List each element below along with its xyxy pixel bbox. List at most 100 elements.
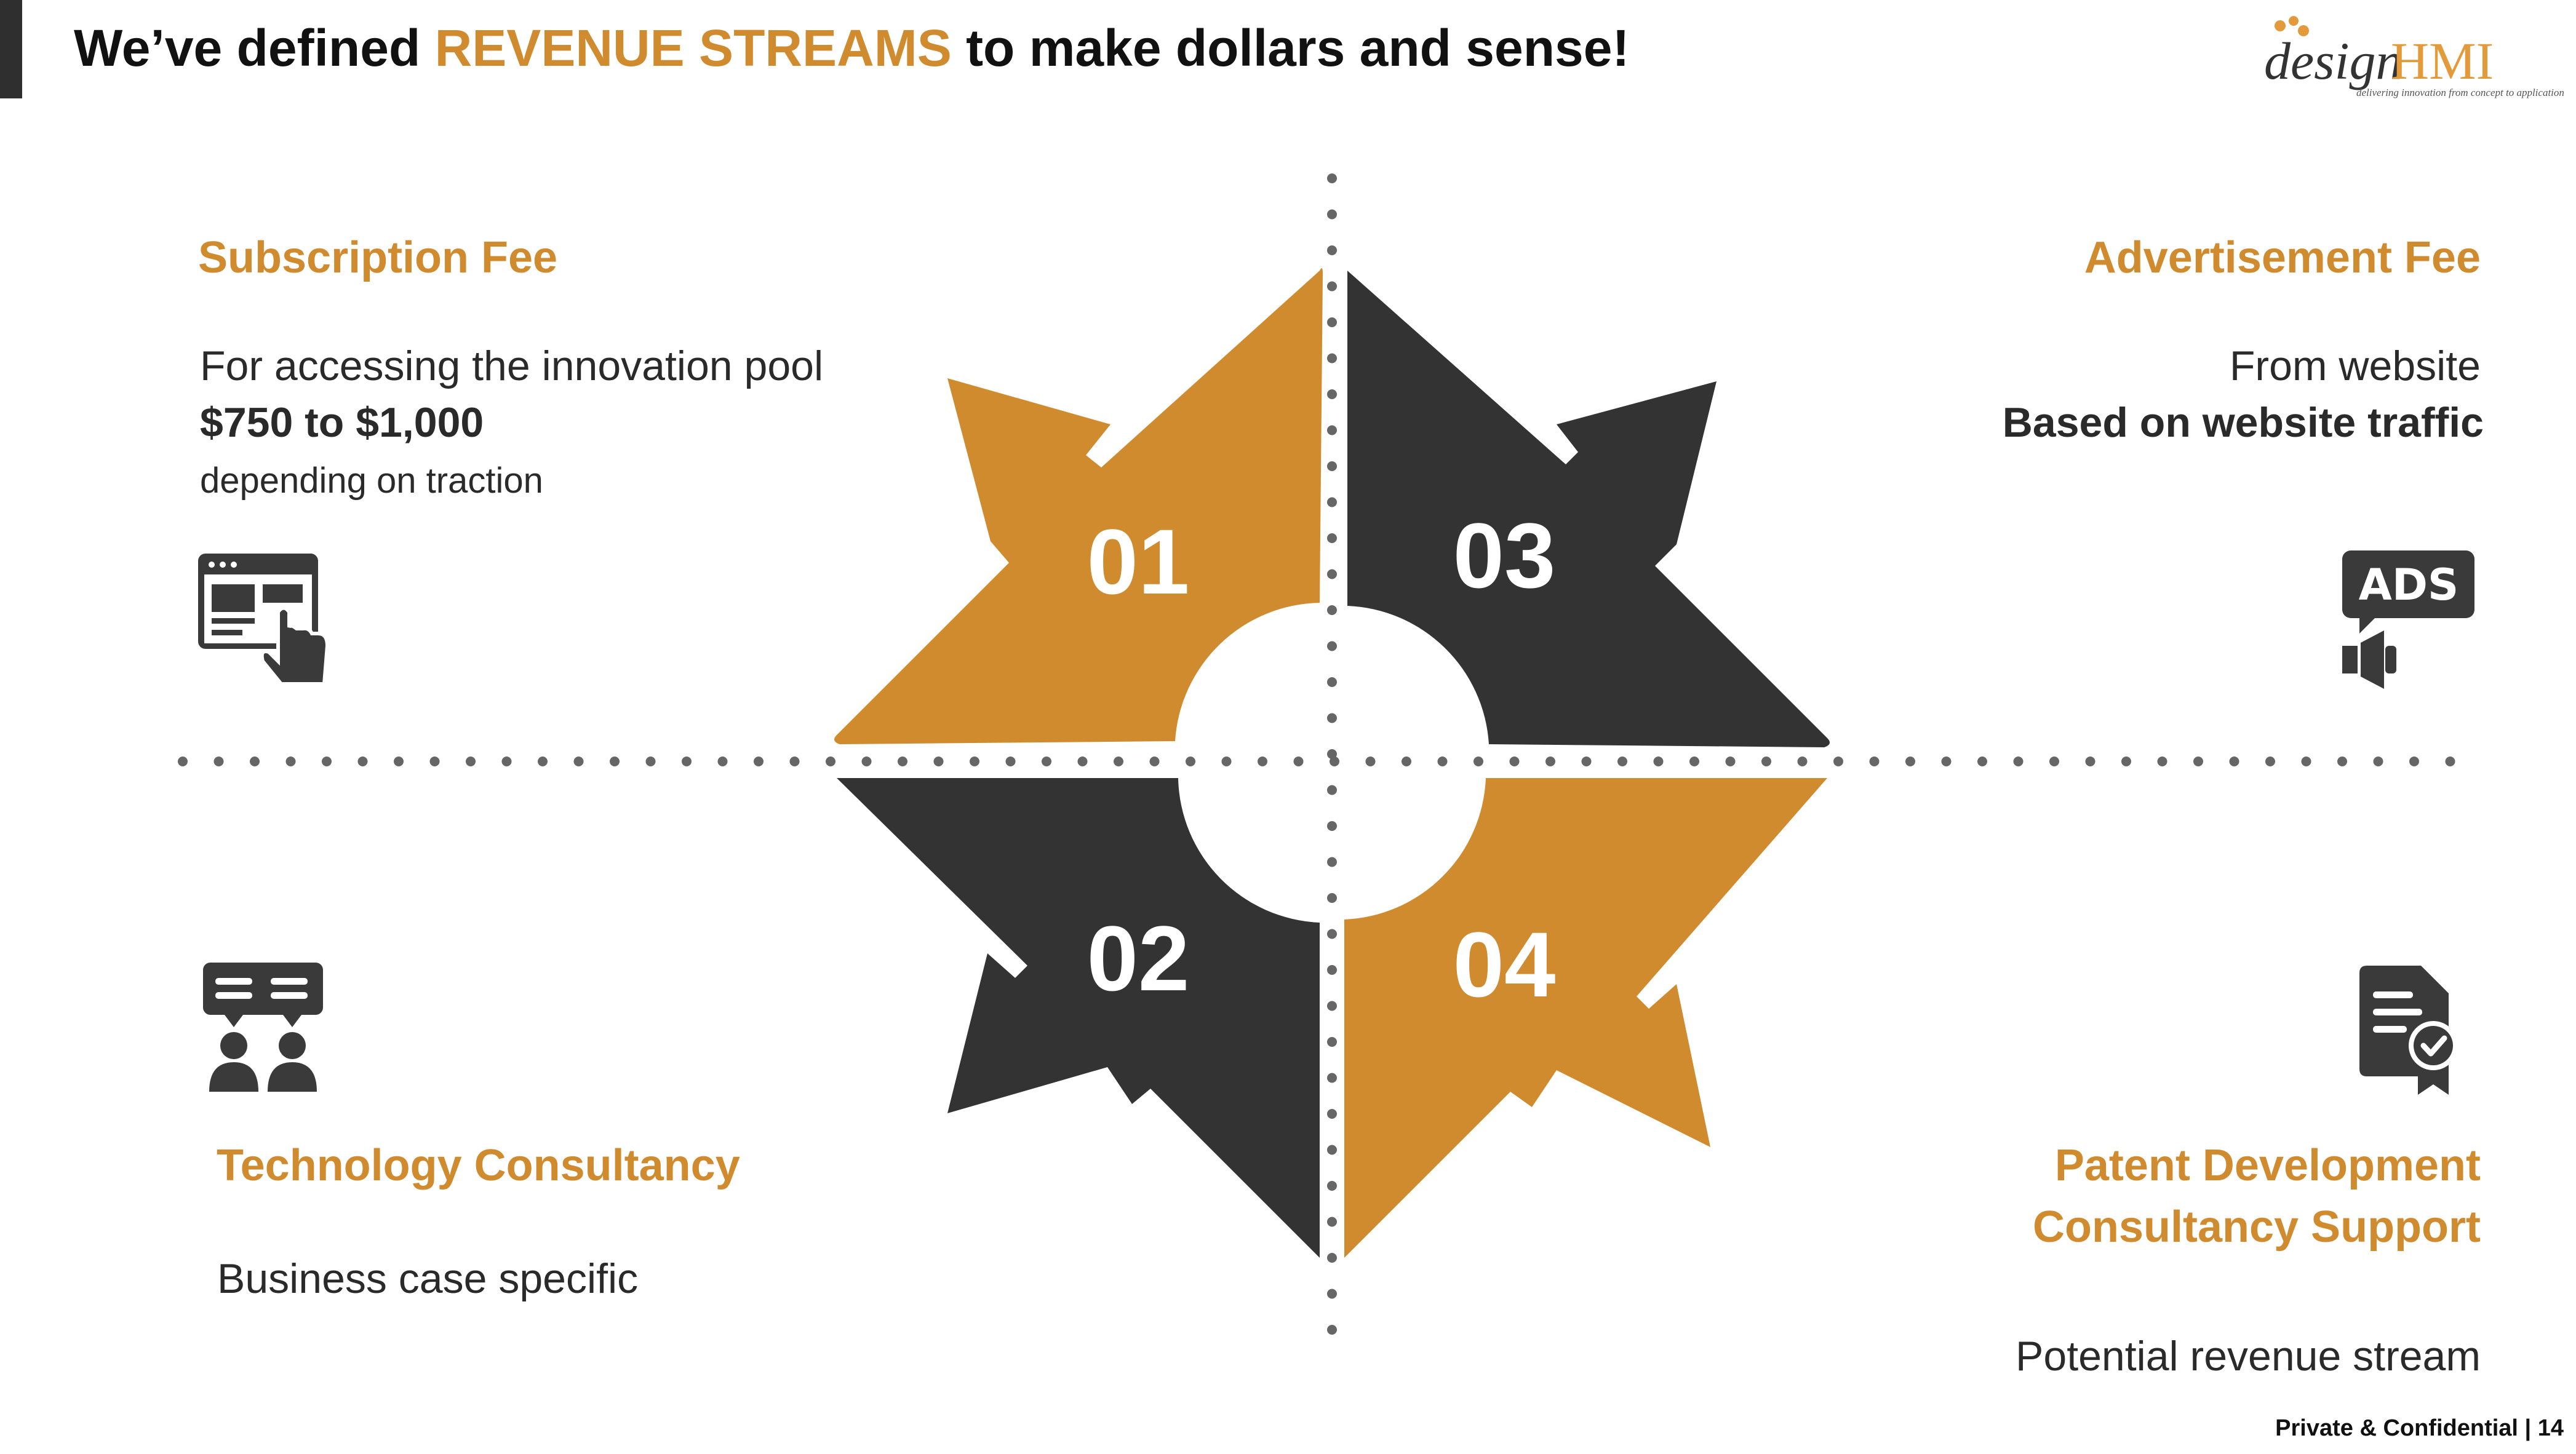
divider-dot xyxy=(2121,757,2131,766)
horizontal-dotted-divider xyxy=(178,757,2455,766)
divider-dot xyxy=(1077,757,1088,766)
divider-dot xyxy=(970,757,979,766)
vertical-dotted-divider xyxy=(1327,173,1337,1335)
quadrant-03-line-1: From website xyxy=(2229,343,2481,389)
divider-dot xyxy=(933,757,944,766)
divider-dot xyxy=(1869,757,1880,766)
quadrant-03-number: 03 xyxy=(1453,504,1556,607)
divider-dot xyxy=(1327,1073,1337,1083)
divider-dot xyxy=(501,757,512,766)
divider-dot xyxy=(1293,757,1304,766)
divider-dot xyxy=(1327,209,1337,220)
divider-dot xyxy=(1327,641,1337,651)
divider-dot xyxy=(1617,757,1627,766)
divider-dot xyxy=(1327,749,1337,759)
quadrant-04-heading-line-2: Consultancy Support xyxy=(2032,1202,2481,1252)
divider-dot xyxy=(1327,533,1337,543)
divider-dot xyxy=(682,757,692,766)
divider-dot xyxy=(789,757,800,766)
quadrant-02-arrow xyxy=(837,778,1320,1258)
divider-dot xyxy=(2085,757,2095,766)
divider-dot xyxy=(429,757,440,766)
divider-dot xyxy=(1327,461,1337,471)
divider-dot xyxy=(2193,757,2203,766)
divider-dot xyxy=(2337,757,2347,766)
divider-dot xyxy=(610,757,620,766)
divider-dot xyxy=(1327,1253,1337,1263)
divider-dot xyxy=(1186,757,1195,766)
divider-dot xyxy=(2229,757,2239,766)
divider-dot xyxy=(1833,757,1843,766)
divider-dot xyxy=(1545,757,1555,766)
divider-dot xyxy=(1905,757,1915,766)
quadrant-04-heading-line-1: Patent Development xyxy=(2054,1141,2481,1190)
divider-dot xyxy=(538,757,548,766)
divider-dot xyxy=(1581,757,1592,766)
divider-dot xyxy=(1473,757,1483,766)
divider-dot xyxy=(1327,1001,1337,1011)
divider-dot xyxy=(250,757,260,766)
divider-dot xyxy=(2157,757,2167,766)
design-hmi-logo: design HMI delivering innovation from co… xyxy=(2252,12,2572,105)
title-accent-bar xyxy=(0,0,22,98)
web-click-icon xyxy=(198,554,330,686)
divider-dot xyxy=(1327,713,1337,723)
divider-dot xyxy=(1042,757,1051,766)
quadrant-04-line-1: Potential revenue stream xyxy=(2016,1333,2481,1380)
divider-dot xyxy=(1327,389,1337,399)
divider-dot xyxy=(1327,893,1337,903)
divider-dot xyxy=(1977,757,1987,766)
divider-dot xyxy=(1437,757,1448,766)
divider-dot xyxy=(1327,317,1337,327)
page-title: We’ve defined REVENUE STREAMS to make do… xyxy=(74,19,1630,77)
divider-dot xyxy=(1327,425,1337,435)
quadrant-01-number: 01 xyxy=(1087,510,1190,613)
quadrant-02-number: 02 xyxy=(1087,907,1190,1010)
divider-dot xyxy=(826,757,835,766)
ads-megaphone-icon: ADS xyxy=(2342,550,2474,689)
divider-dot xyxy=(1327,497,1337,507)
divider-dot xyxy=(717,757,728,766)
divider-dot xyxy=(1327,173,1337,183)
divider-dot xyxy=(285,757,296,766)
divider-dot xyxy=(1149,757,1160,766)
logo-hmi-text: HMI xyxy=(2391,31,2494,90)
divider-dot xyxy=(1327,1217,1337,1227)
divider-dot xyxy=(1365,757,1376,766)
divider-dot xyxy=(573,757,584,766)
divider-dot xyxy=(1327,605,1337,615)
certificate-icon xyxy=(2359,966,2458,1095)
svg-text:ADS: ADS xyxy=(2359,560,2459,610)
divider-dot xyxy=(1327,857,1337,867)
divider-dot xyxy=(2301,757,2311,766)
quadrant-03-heading: Advertisement Fee xyxy=(2084,233,2481,282)
consultation-icon xyxy=(203,963,323,1092)
divider-dot xyxy=(754,757,764,766)
divider-dot xyxy=(1725,757,1736,766)
divider-dot xyxy=(2445,757,2455,766)
divider-dot xyxy=(1797,757,1808,766)
divider-dot xyxy=(2013,757,2024,766)
divider-dot xyxy=(213,757,224,766)
divider-dot xyxy=(2049,757,2059,766)
divider-dot xyxy=(1005,757,1016,766)
divider-dot xyxy=(1327,1109,1337,1119)
quadrant-03-arrow xyxy=(1347,271,1830,747)
divider-dot xyxy=(1327,1037,1337,1047)
divider-dot xyxy=(1327,569,1337,579)
divider-dot xyxy=(1327,1325,1337,1335)
divider-dot xyxy=(1653,757,1664,766)
divider-dot xyxy=(2265,757,2275,766)
quadrant-01-heading: Subscription Fee xyxy=(198,233,558,282)
divider-dot xyxy=(1761,757,1771,766)
quadrant-04-number: 04 xyxy=(1453,913,1556,1016)
divider-dot xyxy=(357,757,368,766)
divider-dot xyxy=(645,757,656,766)
quadrant-01-line-1: For accessing the innovation pool xyxy=(200,343,824,389)
divider-dot xyxy=(1327,281,1337,292)
divider-dot xyxy=(861,757,872,766)
divider-dot xyxy=(1327,245,1337,255)
divider-dot xyxy=(2373,757,2383,766)
footer-confidential: Private & Confidential | 14 xyxy=(2275,1415,2564,1441)
